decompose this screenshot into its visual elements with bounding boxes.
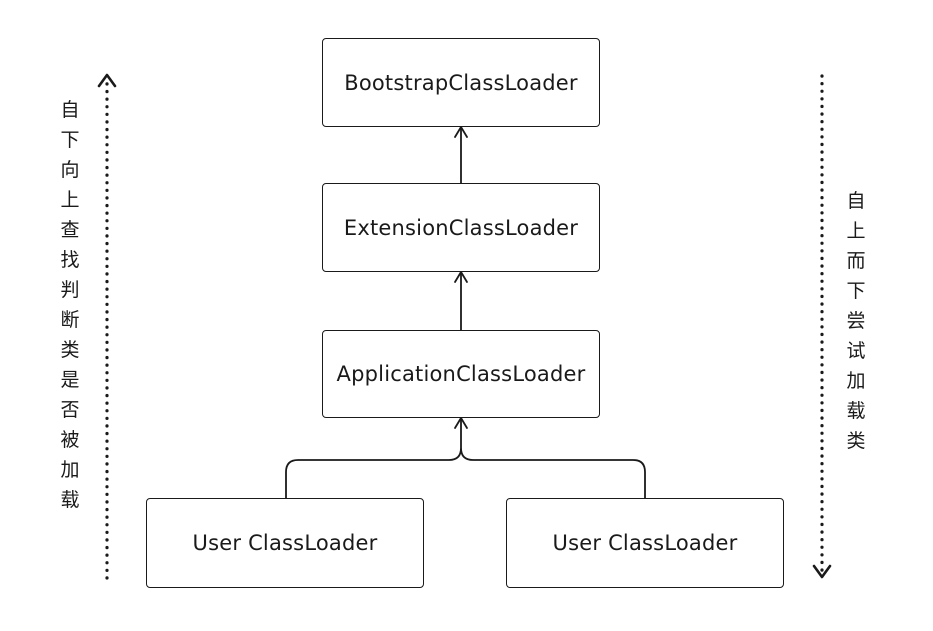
user-classloader-label-right: User ClassLoader — [552, 531, 738, 555]
right-note-top-down-loading: 自上而下尝试加载类 — [846, 190, 866, 452]
application-classloader-label: ApplicationClassLoader — [336, 362, 586, 386]
user-classloader-label-left: User ClassLoader — [192, 531, 378, 555]
application-classloader-box: ApplicationClassLoader — [322, 330, 600, 418]
left-note-bottom-up-lookup: 自下向上查找判断类是否被加载 — [60, 99, 80, 511]
bootstrap-classloader-box: BootstrapClassLoader — [322, 38, 600, 127]
extension-classloader-label: ExtensionClassLoader — [343, 215, 579, 240]
arrowhead-application — [454, 417, 468, 429]
arrowhead-extension — [454, 271, 468, 283]
extension-classloader-box: ExtensionClassLoader — [322, 183, 600, 272]
right-dotted-arrow — [812, 74, 832, 579]
left-arrowhead-up — [97, 73, 117, 88]
right-arrowhead-down — [812, 564, 832, 579]
arrow-users-to-application — [285, 417, 646, 499]
left-dotted-arrow — [97, 73, 117, 580]
bootstrap-classloader-label: BootstrapClassLoader — [344, 70, 578, 95]
arrowhead-bootstrap — [454, 126, 468, 138]
user-classloader-box-left: User ClassLoader — [146, 498, 424, 588]
user-classloader-box-right: User ClassLoader — [506, 498, 784, 588]
